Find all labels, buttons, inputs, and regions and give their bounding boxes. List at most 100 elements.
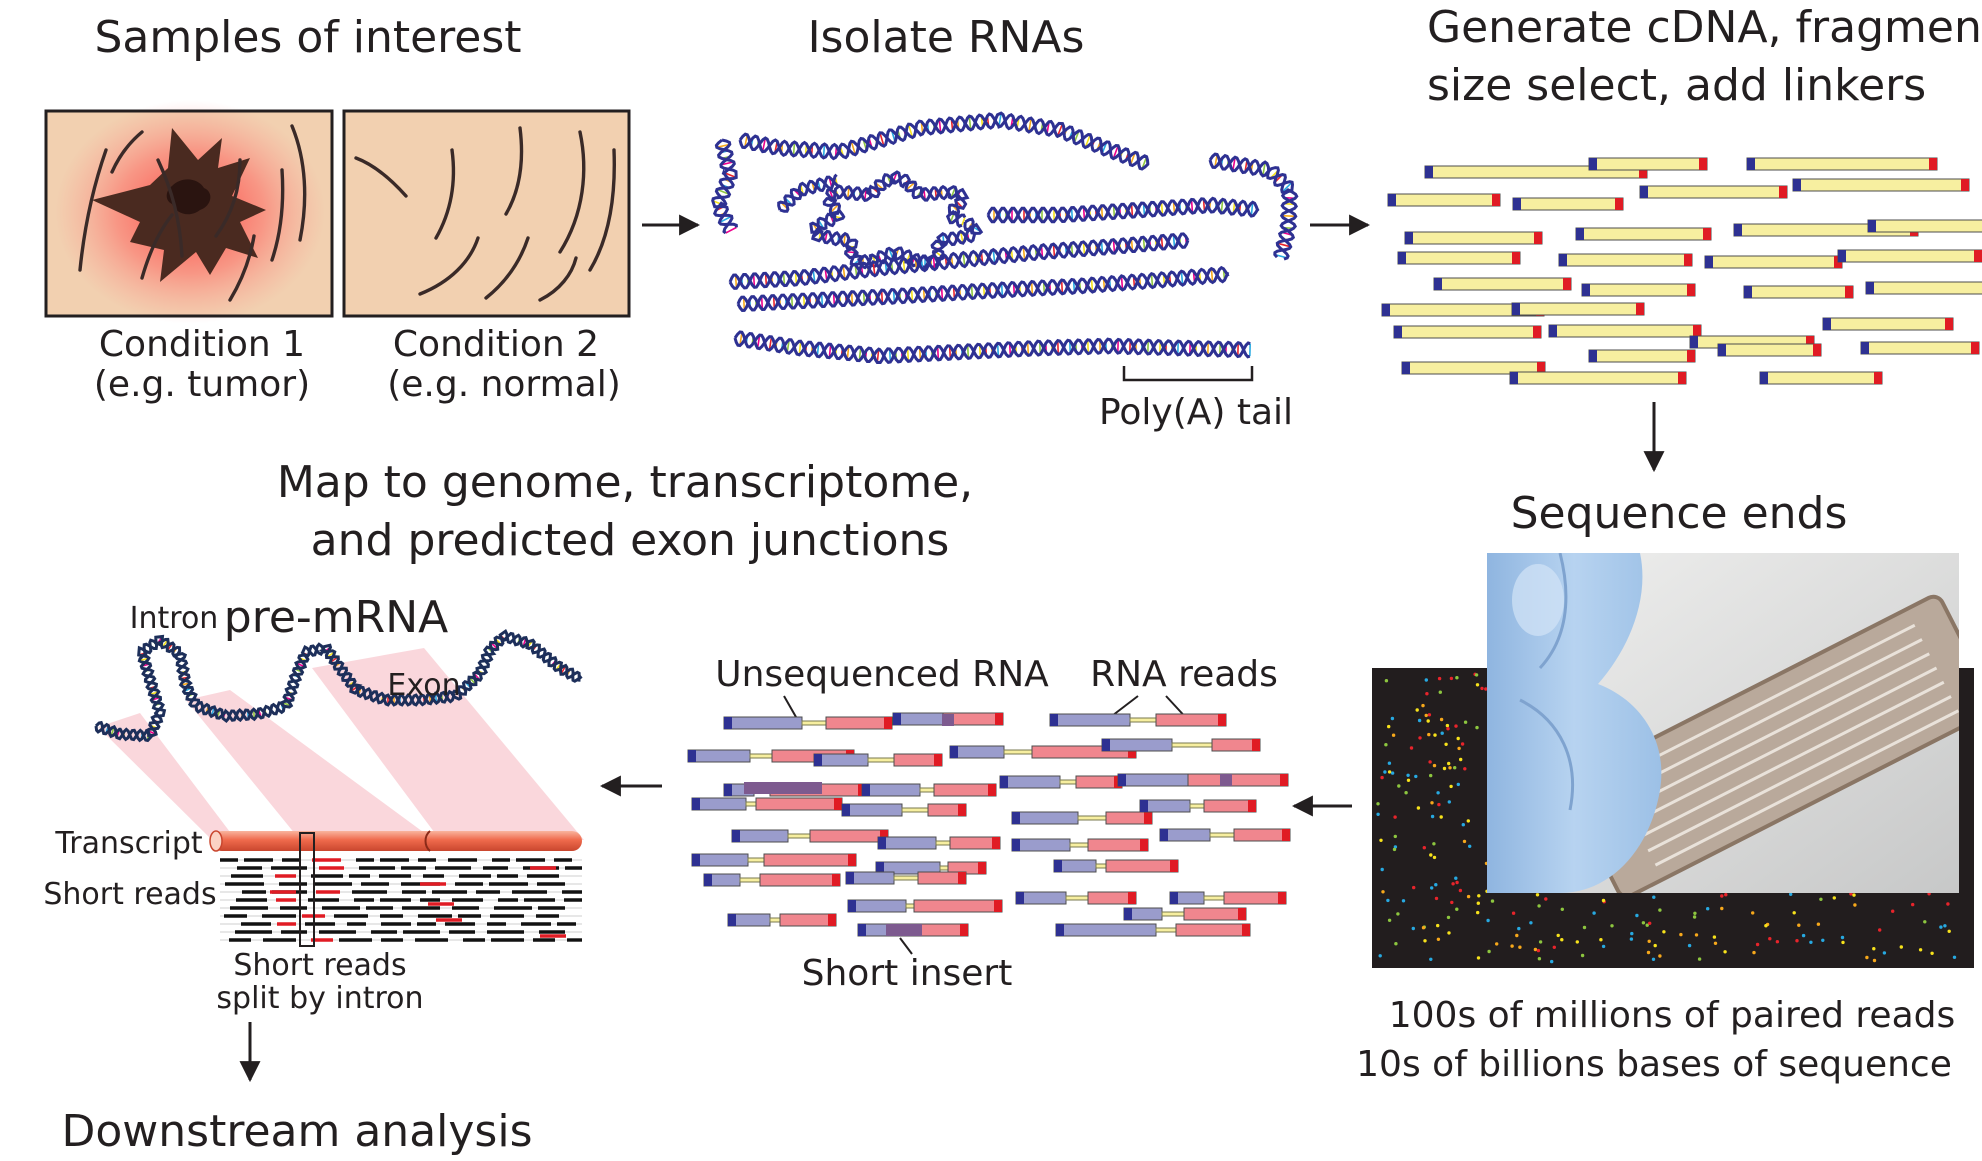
cdna-fragment bbox=[1822, 317, 1954, 331]
cdna-fragment bbox=[1511, 302, 1645, 316]
cdna-fragment bbox=[1639, 185, 1788, 199]
rna-reads-label: RNA reads bbox=[1090, 654, 1278, 695]
premrna-strand bbox=[94, 628, 583, 743]
sample-condition2-panel bbox=[342, 109, 631, 318]
polya-bracket bbox=[1122, 366, 1254, 382]
cdna-fragment bbox=[1860, 341, 1980, 355]
transcript-label: Transcript bbox=[54, 826, 202, 861]
cdna-fragment bbox=[1588, 349, 1696, 363]
rna-helix-6 bbox=[728, 232, 1190, 290]
read-pair bbox=[1139, 799, 1257, 813]
read-pair bbox=[841, 803, 967, 817]
cdna-fragment bbox=[1746, 157, 1938, 171]
short-insert-segment bbox=[942, 714, 954, 726]
read-pair bbox=[1159, 828, 1291, 842]
read-pair bbox=[847, 899, 1003, 913]
cdna-fragment bbox=[1743, 285, 1854, 299]
isolate-title: Isolate RNAs bbox=[808, 12, 1085, 63]
read-pair bbox=[813, 753, 943, 767]
samples-title: Samples of interest bbox=[94, 12, 521, 63]
cdna-fragment bbox=[1575, 227, 1712, 241]
rna-helix-3 bbox=[1208, 152, 1299, 261]
short-insert-segment bbox=[1220, 774, 1232, 786]
read-pair bbox=[1053, 859, 1179, 873]
read-pair bbox=[875, 861, 987, 875]
sequencing-stat-reads: 100s of millions of paired reads bbox=[1389, 995, 1956, 1036]
rna-helices bbox=[711, 111, 1299, 365]
split-reads-label-line1: Short reads bbox=[233, 948, 406, 983]
cdna-fragment bbox=[1558, 253, 1693, 267]
cdna-fragment bbox=[1393, 325, 1542, 339]
cdna-fragment bbox=[1401, 361, 1546, 375]
read-pair bbox=[1015, 891, 1137, 905]
cdna-fragment bbox=[1397, 251, 1521, 265]
read-pair bbox=[1049, 713, 1227, 727]
generate-title-line1: Generate cDNA, fragment, bbox=[1427, 2, 1982, 53]
read-pair bbox=[1055, 923, 1251, 937]
cdna-fragment bbox=[1759, 371, 1883, 385]
split-reads-label-line2: split by intron bbox=[216, 981, 423, 1016]
cdna-fragment bbox=[1837, 249, 1982, 263]
intron-label: Intron bbox=[130, 601, 219, 636]
cdna-fragment bbox=[1704, 255, 1843, 269]
read-pair bbox=[1011, 838, 1149, 852]
read-pair bbox=[1117, 773, 1289, 787]
cdna-fragment bbox=[1548, 324, 1702, 338]
read-pair bbox=[999, 775, 1123, 789]
cdna-fragment bbox=[1387, 193, 1501, 207]
cdna-fragment bbox=[1433, 277, 1572, 291]
condition1-example: (e.g. tumor) bbox=[94, 364, 310, 405]
sequencing-stat-bases: 10s of billions bases of sequence bbox=[1356, 1044, 1952, 1085]
short-insert-segment bbox=[744, 782, 822, 794]
read-pair bbox=[861, 783, 997, 797]
read-pair bbox=[691, 853, 857, 867]
rna-helix-4 bbox=[777, 173, 841, 213]
cdna-fragment bbox=[1717, 343, 1822, 357]
cdna-fragment bbox=[1581, 283, 1696, 297]
read-pair bbox=[723, 716, 893, 730]
condition1-label: Condition 1 bbox=[99, 324, 305, 365]
condition2-label: Condition 2 bbox=[393, 324, 599, 365]
unsequenced-rna-label: Unsequenced RNA bbox=[715, 654, 1049, 695]
polya-label: Poly(A) tail bbox=[1099, 392, 1293, 433]
exon-projections bbox=[98, 648, 584, 840]
cdna-fragment bbox=[1509, 371, 1687, 385]
map-title-line2: and predicted exon junctions bbox=[311, 515, 950, 566]
read-pair bbox=[892, 712, 1004, 726]
cdna-fragment bbox=[1867, 219, 1982, 233]
short-insert-segment bbox=[886, 924, 922, 936]
transcript-tube bbox=[209, 830, 582, 852]
paired-reads bbox=[687, 712, 1291, 937]
flowcell-image bbox=[1372, 553, 1974, 968]
premrna-label: pre-mRNA bbox=[224, 592, 448, 643]
short-reads-label: Short reads bbox=[43, 877, 216, 912]
cdna-fragment bbox=[1865, 281, 1982, 295]
rna-helix-7 bbox=[736, 265, 1230, 313]
read-pair bbox=[691, 797, 843, 811]
split-reads-highlight bbox=[299, 832, 315, 947]
read-pair bbox=[731, 829, 889, 843]
read-pair bbox=[1011, 811, 1153, 825]
read-pair bbox=[1101, 738, 1261, 752]
cdna-fragment bbox=[1588, 157, 1708, 171]
cdna-fragment bbox=[1512, 197, 1624, 211]
condition2-example: (e.g. normal) bbox=[387, 364, 621, 405]
cdna-fragment bbox=[1792, 178, 1970, 192]
short-reads-stack bbox=[220, 858, 582, 942]
read-pair bbox=[877, 836, 1001, 850]
premrna-helix bbox=[94, 628, 583, 743]
read-pair bbox=[1123, 907, 1247, 921]
sample-condition1-panel bbox=[44, 100, 334, 324]
rna-helix-8 bbox=[733, 330, 1251, 365]
read-pair bbox=[727, 913, 837, 927]
generate-title-line2: size select, add linkers bbox=[1427, 60, 1926, 111]
read-pair bbox=[1169, 891, 1287, 905]
read-pair bbox=[845, 871, 967, 885]
short-insert-label: Short insert bbox=[802, 953, 1013, 994]
glove-hand bbox=[1487, 553, 1662, 893]
sequence-title: Sequence ends bbox=[1511, 488, 1848, 539]
map-title-line1: Map to genome, transcriptome, bbox=[277, 457, 973, 508]
cdna-fragment bbox=[1404, 231, 1543, 245]
read-pair bbox=[703, 873, 841, 887]
